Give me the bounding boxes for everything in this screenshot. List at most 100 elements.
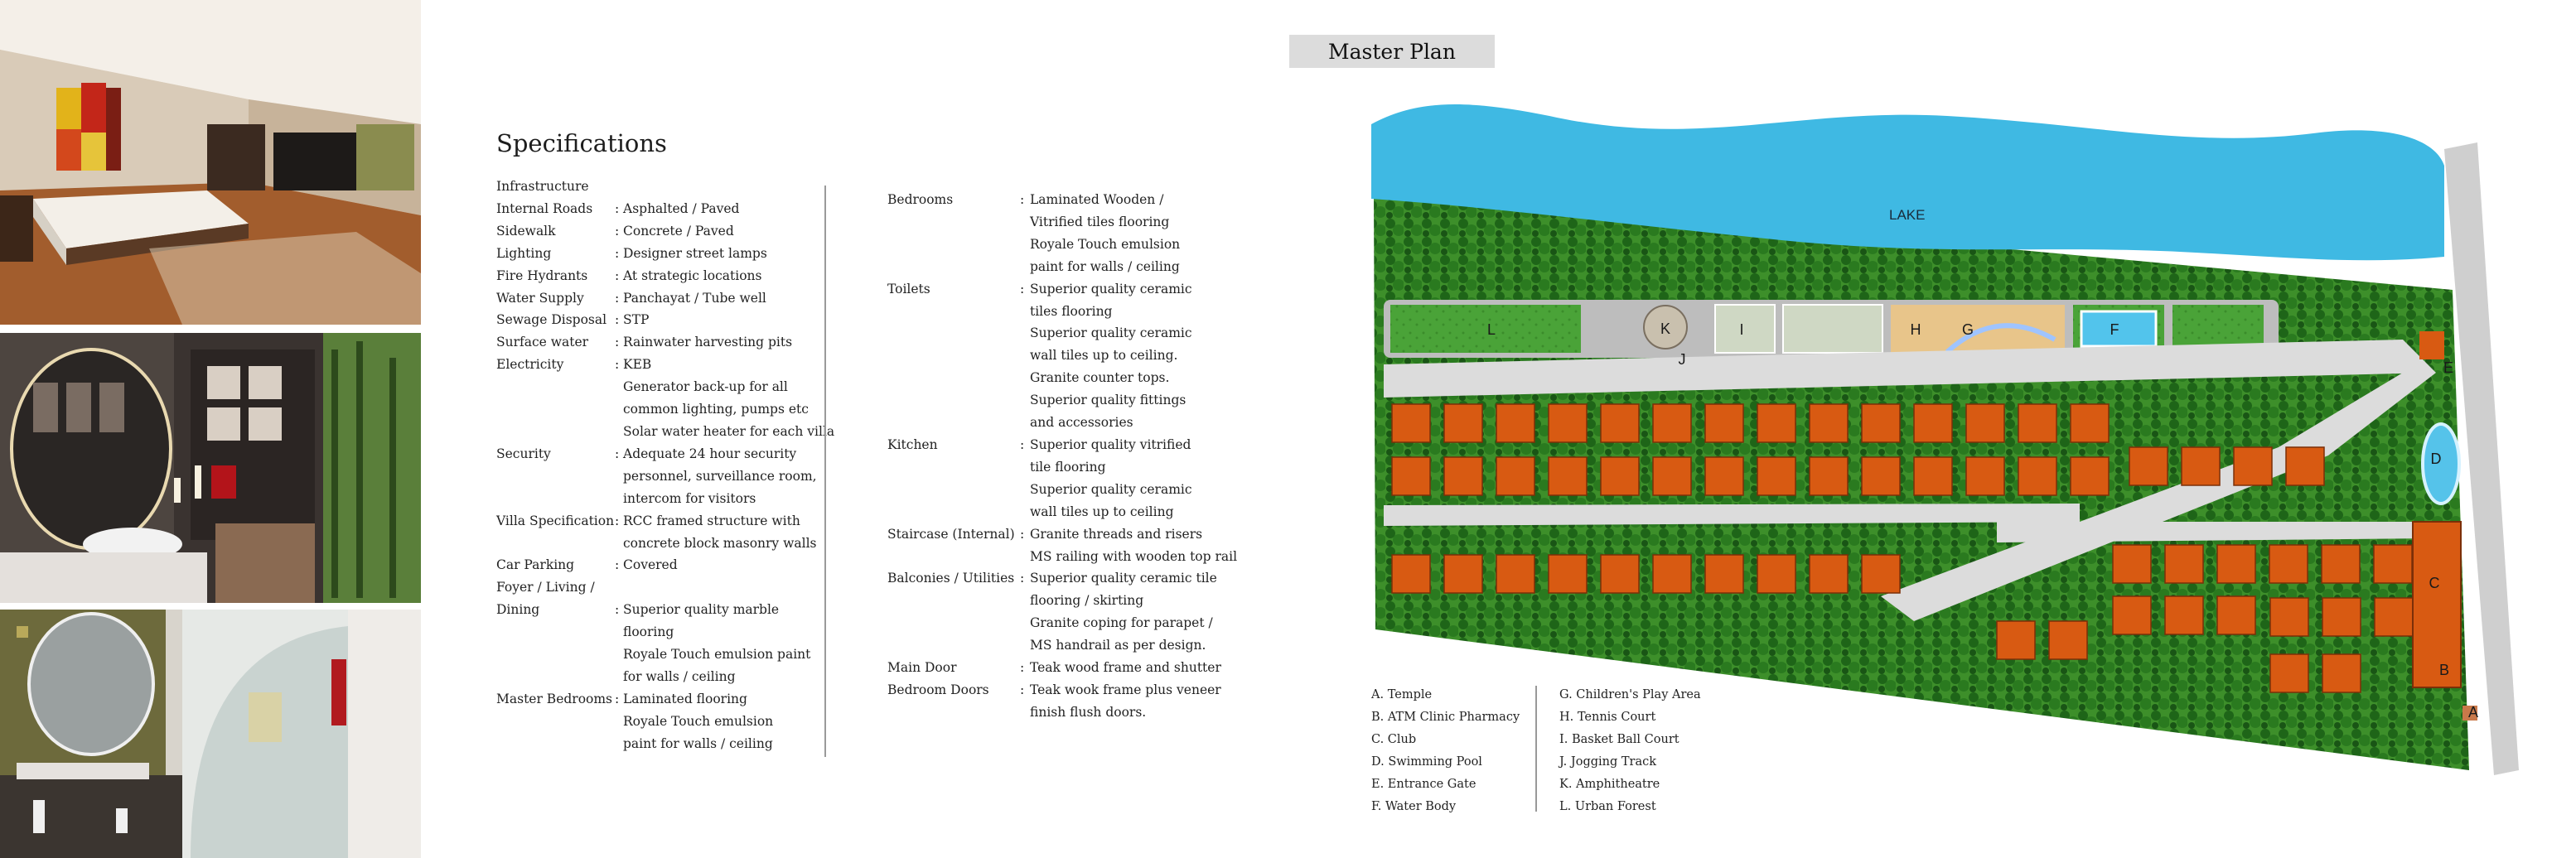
- spec-row: Master Bedrooms:Laminated flooring: [496, 688, 819, 711]
- villa: [1965, 456, 2005, 496]
- spec-row: Lighting:Designer street lamps: [496, 243, 819, 265]
- spec-separator: [1020, 501, 1030, 523]
- spec-row: Sewage Disposal:STP: [496, 309, 819, 331]
- boundary-road: [2444, 142, 2519, 775]
- spec-separator: [1020, 634, 1030, 657]
- villa: [1809, 456, 1849, 496]
- spec-row: MS handrail as per design.: [887, 634, 1219, 657]
- legend-item: I. Basket Ball Court: [1559, 733, 1679, 746]
- spec-row: Royale Touch emulsion paint: [496, 644, 819, 666]
- villa: [2070, 456, 2110, 496]
- internal-road-2: [1384, 504, 2080, 526]
- villa: [1443, 554, 1483, 594]
- spec-separator: [615, 733, 623, 755]
- villa: [2070, 403, 2110, 443]
- villa: [1996, 620, 2036, 660]
- column-divider: [824, 186, 826, 757]
- water-body: [2080, 310, 2158, 348]
- villa: [2129, 446, 2168, 486]
- spec-separator: :: [615, 446, 620, 461]
- villa: [2018, 403, 2057, 443]
- villa: [2321, 544, 2361, 584]
- basket-ball-court: [1714, 304, 1776, 354]
- villa: [2112, 595, 2152, 635]
- spec-separator: :: [1020, 571, 1025, 586]
- spec-label: Car Parking: [496, 557, 575, 573]
- spec-separator: :: [615, 691, 620, 706]
- spec-value: Vitrified tiles flooring: [1030, 214, 1170, 229]
- villa: [1704, 554, 1744, 594]
- spec-row: for walls / ceiling: [496, 666, 819, 688]
- spec-value: paint for walls / ceiling: [623, 735, 773, 751]
- spec-label: Water Supply: [496, 290, 584, 306]
- bedroom-photo: [0, 0, 421, 325]
- spec-row: Internal Roads:Asphalted / Paved: [496, 198, 819, 220]
- spec-row: Vitrified tiles flooring: [887, 211, 1219, 234]
- spec-row: Sidewalk:Concrete / Paved: [496, 220, 819, 243]
- villa: [1600, 403, 1640, 443]
- club: [2412, 521, 2462, 688]
- spec-value: Superior quality ceramic: [1030, 481, 1192, 497]
- site-marker-label: K: [1660, 321, 1670, 337]
- tennis-court: [1782, 304, 1883, 354]
- villa: [2285, 446, 2325, 486]
- spec-value: finish flush doors.: [1030, 704, 1147, 720]
- spec-separator: :: [615, 245, 620, 261]
- spec-value: paint for walls / ceiling: [1030, 258, 1180, 274]
- spec-separator: [1020, 612, 1030, 634]
- site-marker-label: J: [1679, 351, 1686, 368]
- spec-separator: [1020, 389, 1030, 412]
- villa: [2181, 446, 2221, 486]
- spec-row: and accessories: [887, 412, 1219, 434]
- spec-value: Royale Touch emulsion: [1030, 236, 1181, 252]
- villa: [1861, 456, 1901, 496]
- legend-item: G. Children's Play Area: [1559, 688, 1701, 701]
- site-marker-label: C: [2429, 575, 2440, 591]
- legend-item: F. Water Body: [1371, 800, 1457, 813]
- spec-label: [496, 644, 615, 666]
- spec-separator: [1020, 367, 1030, 389]
- spec-separator: [1020, 301, 1030, 323]
- spec-row: Water Supply:Panchayat / Tube well: [496, 287, 819, 310]
- spec-separator: :: [615, 513, 620, 528]
- spec-label: Villa Specification: [496, 513, 615, 528]
- spec-value: Superior quality ceramic tile: [1030, 571, 1217, 586]
- legend-item: A. Temple: [1371, 688, 1433, 701]
- villa: [2164, 595, 2204, 635]
- spec-separator: [615, 576, 623, 599]
- spec-label: [496, 421, 615, 443]
- spec-value: RCC framed structure with: [623, 513, 800, 528]
- spec-label: [887, 322, 1020, 345]
- spec-separator: :: [1020, 192, 1025, 207]
- legend-item: E. Entrance Gate: [1371, 778, 1476, 791]
- spec-separator: [1020, 211, 1030, 234]
- villa: [2269, 597, 2309, 637]
- spec-label: Main Door: [887, 660, 957, 676]
- legend-item: H. Tennis Court: [1559, 711, 1656, 724]
- spec-label: Bedrooms: [887, 192, 954, 207]
- villa: [2048, 620, 2088, 660]
- infrastructure-heading: Infrastructure: [496, 179, 589, 194]
- spec-row: Electricity:KEB: [496, 354, 819, 376]
- spec-value: Superior quality ceramic: [1030, 281, 1192, 296]
- specifications-right-column: Bedrooms:Laminated Wooden /Vitrified til…: [887, 189, 1237, 724]
- spec-value: Laminated flooring: [623, 691, 747, 706]
- spec-label: [887, 412, 1020, 434]
- spec-row: Staircase (Internal):Granite threads and…: [887, 523, 1219, 546]
- site-marker-label: I: [1739, 321, 1743, 338]
- spec-separator: :: [1020, 660, 1025, 676]
- villa: [2322, 597, 2361, 637]
- villa: [1652, 456, 1692, 496]
- spec-label: Lighting: [496, 245, 552, 261]
- spec-separator: :: [1020, 682, 1025, 697]
- spec-row: Villa Specification:RCC framed structure…: [496, 510, 819, 533]
- entrance-gate: [2419, 331, 2444, 359]
- spec-label: [887, 211, 1020, 234]
- villa-cluster: [1391, 403, 2414, 693]
- spec-label: Master Bedrooms: [496, 691, 613, 706]
- villa: [1652, 554, 1692, 594]
- spec-label: [887, 367, 1020, 389]
- spec-separator: :: [615, 335, 620, 350]
- villa: [2112, 544, 2152, 584]
